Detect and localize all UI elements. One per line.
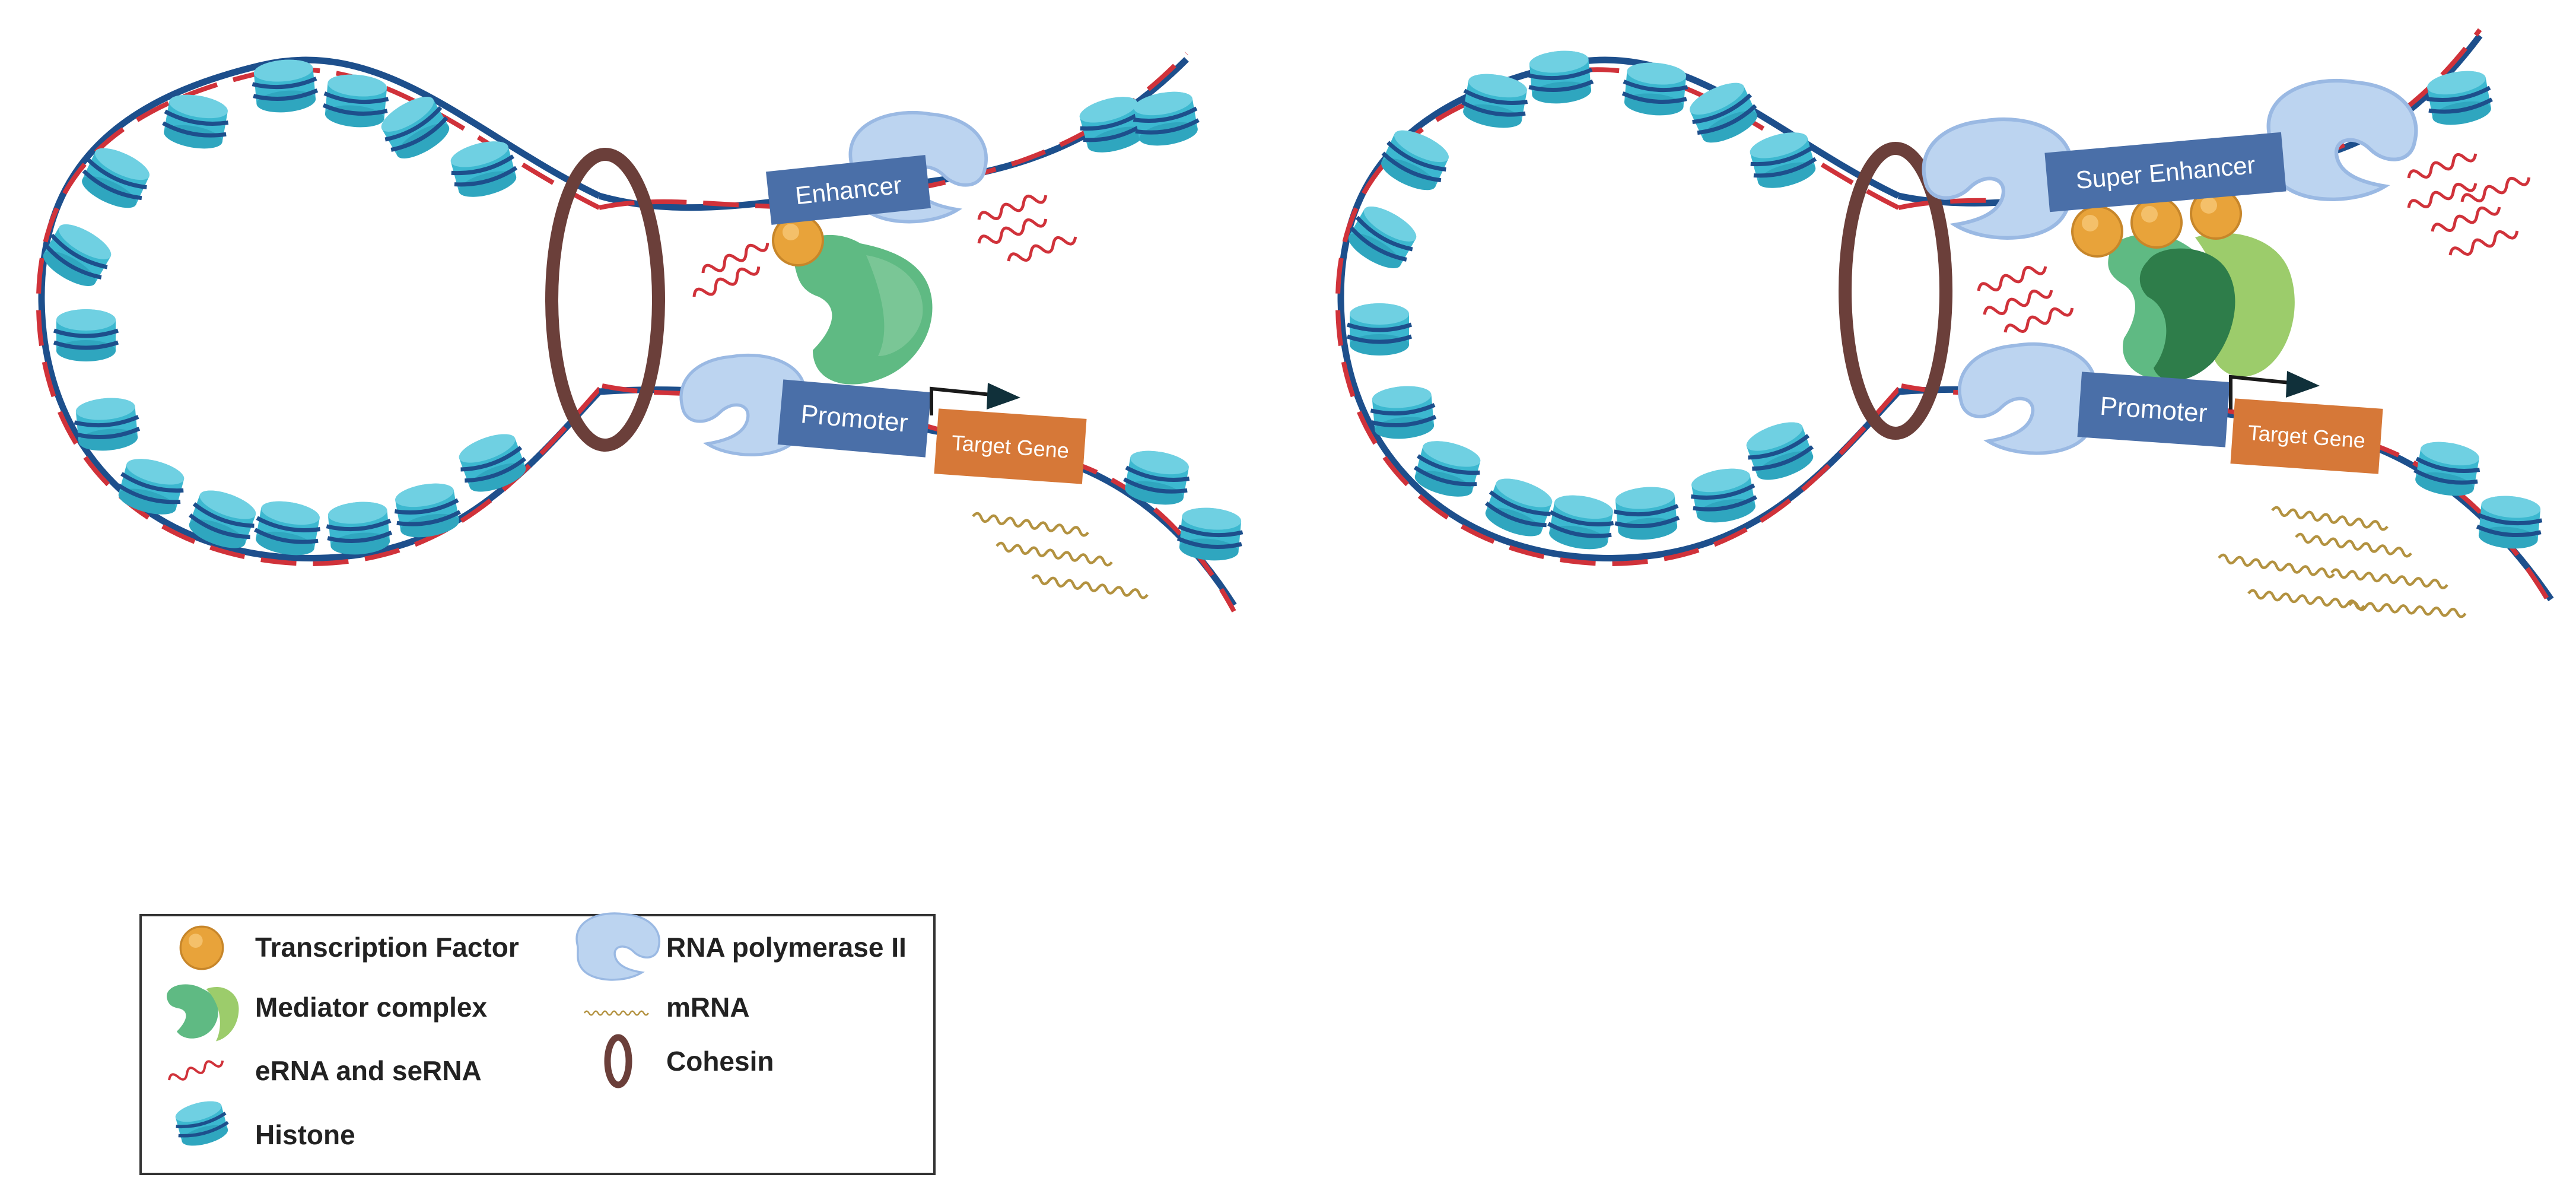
promoter-box-2: Promoter — [2077, 372, 2230, 447]
legend-label-mediator: Mediator complex — [255, 992, 488, 1023]
super-enhancer-box: Super Enhancer — [2044, 132, 2286, 212]
transcription-factor-2 — [2130, 196, 2183, 249]
target-gene-box: Target Gene — [934, 408, 1087, 484]
panel-enhancer: Enhancer Promoter Target Gene — [36, 52, 1244, 612]
mediator-complex — [794, 234, 933, 385]
cohesin-ring-2 — [1839, 142, 1952, 440]
target-gene-box-2: Target Gene — [2230, 398, 2383, 474]
legend-frame — [139, 914, 936, 1175]
legend-label-rna-polymerase: RNA polymerase II — [666, 932, 907, 963]
rna-polymerase-upper-right — [2269, 81, 2416, 199]
transcription-factor-icon — [179, 925, 224, 970]
legend-label-mrna: mRNA — [666, 992, 750, 1023]
legend-label-transcription-factor: Transcription Factor — [255, 932, 519, 963]
legend-label-cohesin: Cohesin — [666, 1046, 774, 1077]
mrna-transcripts-2 — [2218, 507, 2466, 617]
panel-super-enhancer: Super Enhancer Promoter Target Gene — [1335, 28, 2554, 617]
enhancer-box: Enhancer — [766, 155, 931, 225]
legend-label-histone: Histone — [255, 1119, 355, 1150]
transcription-factor-1 — [2071, 205, 2123, 258]
histones — [36, 57, 1244, 563]
rna-polymerase-lower — [1960, 344, 2095, 453]
promoter-box: Promoter — [777, 379, 931, 458]
legend: Transcription Factor Mediator complex eR… — [139, 912, 936, 1175]
cohesin-ring — [545, 148, 665, 452]
mrna-transcripts — [972, 513, 1148, 598]
transcription-arrow — [930, 383, 1020, 415]
mediator-complex-icon — [166, 984, 239, 1042]
legend-label-erna: eRNA and seRNA — [255, 1055, 482, 1086]
mediator-complexes — [2108, 233, 2295, 381]
cohesin-icon — [604, 1034, 632, 1088]
transcription-arrow-2 — [2229, 371, 2320, 410]
